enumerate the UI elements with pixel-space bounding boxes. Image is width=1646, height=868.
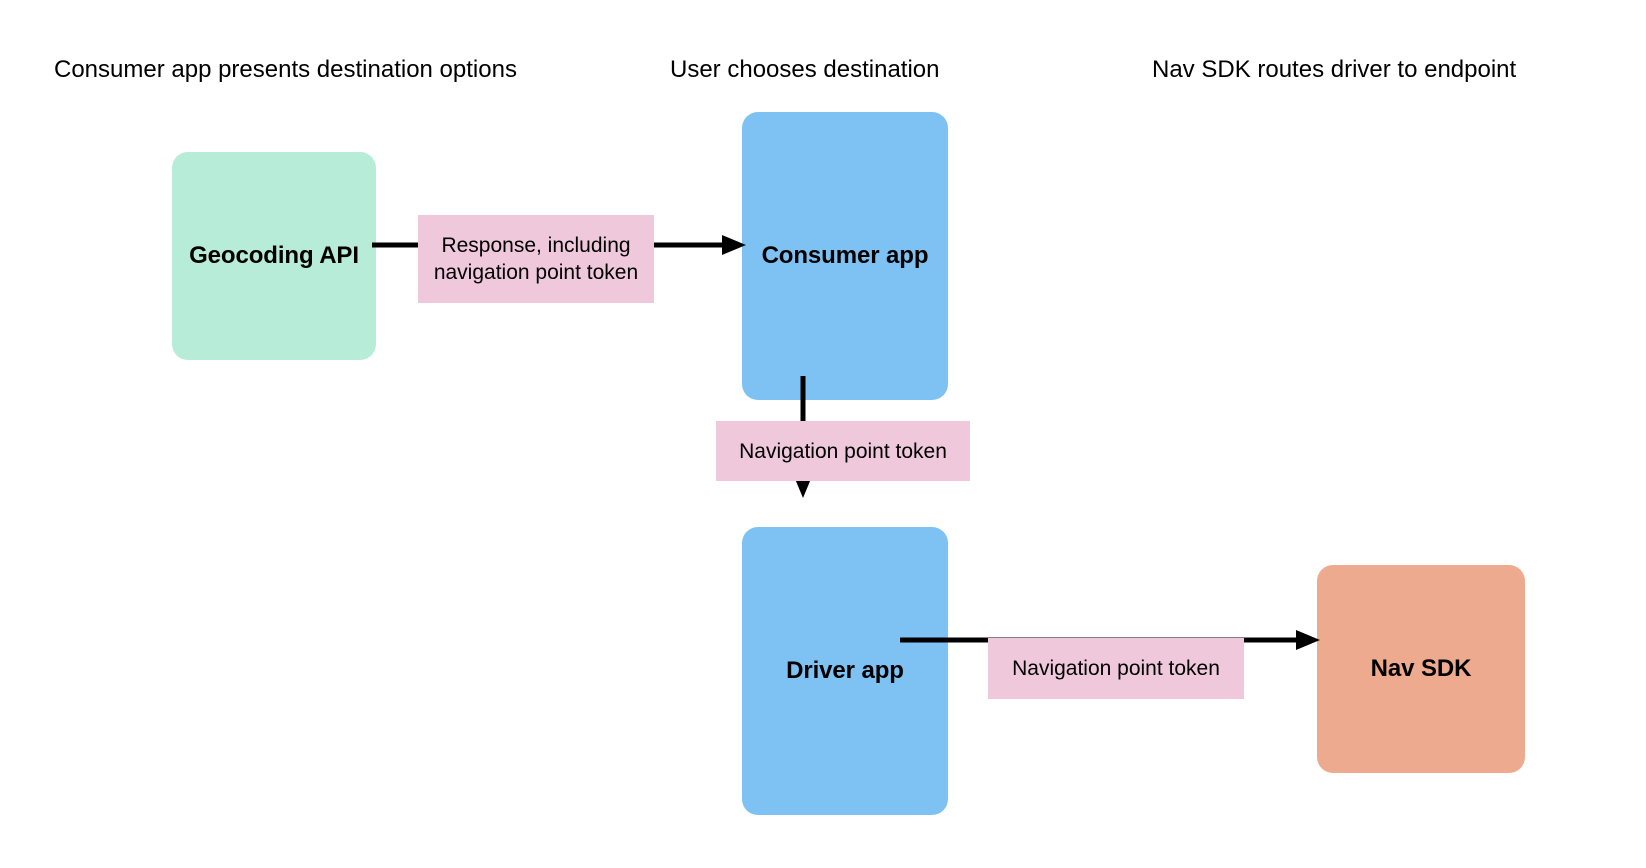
node-nav-sdk-label: Nav SDK: [1370, 655, 1472, 682]
edge-label-response-navigation-point-token: Response, including navigation point tok…: [418, 215, 654, 303]
edge-label-response-text: Response, including navigation point tok…: [433, 234, 639, 284]
node-consumer-app[interactable]: Consumer app: [742, 112, 948, 400]
column-title-nav-sdk: Nav SDK routes driver to endpoint: [1152, 56, 1517, 83]
edge-label-nav-token-vertical-text: Navigation point token: [739, 439, 947, 463]
node-nav-sdk[interactable]: Nav SDK: [1317, 565, 1525, 773]
node-geocoding-api[interactable]: Geocoding API: [172, 152, 376, 360]
column-title-user-chooses: User chooses destination: [670, 56, 940, 83]
node-consumer-app-label: Consumer app: [761, 242, 929, 269]
edge-label-navigation-point-token-vertical: Navigation point token: [716, 421, 970, 481]
node-driver-app-label: Driver app: [786, 657, 904, 684]
node-geocoding-api-label: Geocoding API: [189, 242, 359, 269]
edge-label-navigation-point-token-horizontal: Navigation point token: [988, 638, 1244, 699]
column-title-consumer-app: Consumer app presents destination option…: [54, 56, 517, 83]
node-driver-app[interactable]: Driver app: [742, 527, 948, 815]
edge-label-nav-token-horizontal-text: Navigation point token: [1012, 657, 1220, 680]
